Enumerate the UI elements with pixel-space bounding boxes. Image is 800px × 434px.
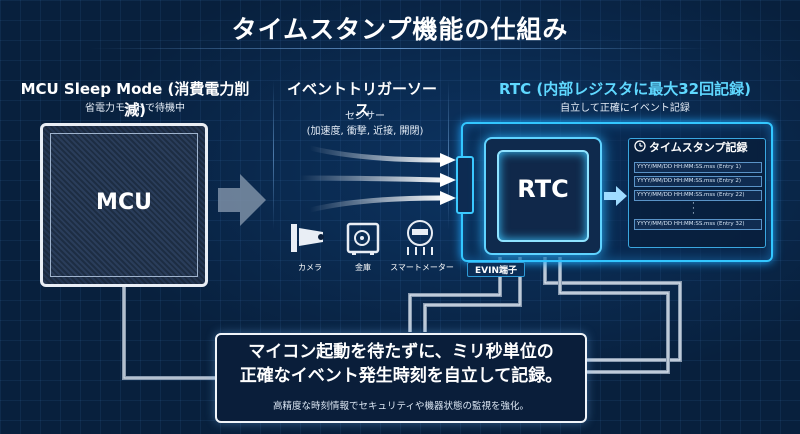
log-entry: YYYY/MM/DD HH:MM:SS.mss (Entry 32) (634, 219, 762, 230)
page-title: タイムスタンプ機能の仕組み (231, 15, 569, 44)
column-divider (448, 80, 449, 230)
source-label-safe: 金庫 (355, 263, 371, 272)
source-label-smart-meter: スマートメーター (390, 263, 454, 272)
rtc-heading: RTC (内部レジスタに最大32回記録) (499, 80, 751, 98)
mcu-subheading: 省電力モードで待機中 (85, 103, 185, 114)
mcu-chip-core (50, 133, 198, 277)
sensor-types: (加速度, 衝撃, 近接, 開閉) (306, 126, 424, 137)
title-underline (90, 48, 710, 49)
safe-icon (346, 222, 380, 255)
summary-note: 高精度な時刻情報でセキュリティや機器状態の監視を強化。 (273, 401, 529, 412)
timestamp-log-title: タイムスタンプ記録 (649, 141, 748, 154)
evin-pin-label: EVIN端子 (467, 262, 525, 277)
log-entry: YYYY/MM/DD HH:MM:SS.mss (Entry 22) (634, 190, 762, 201)
clock-icon (634, 140, 646, 152)
signal-arrows (299, 145, 456, 213)
column-divider (273, 80, 274, 230)
rtc-subheading: 自立して正確にイベント記録 (560, 103, 690, 114)
log-entry: YYYY/MM/DD HH:MM:SS.mss (Entry 1) (634, 162, 762, 173)
summary-box (215, 333, 587, 423)
rtc-chip-core (497, 150, 589, 242)
ellipsis-icon: ··· (692, 199, 695, 219)
mcu-chip-label: MCU (96, 190, 152, 215)
smart-meter-icon (407, 220, 433, 255)
summary-line-1: マイコン起動を待たずに、ミリ秒単位の (248, 342, 554, 362)
rtc-chip-label: RTC (517, 175, 569, 203)
source-label-camera: カメラ (298, 263, 322, 272)
trigger-heading: イベントトリガーソース (286, 80, 437, 119)
sensor-label: センサー (345, 111, 385, 122)
evin-pin-block (456, 156, 474, 214)
summary-line-2: 正確なイベント発生時刻を自立して記録。 (239, 366, 563, 386)
log-entry: YYYY/MM/DD HH:MM:SS.mss (Entry 2) (634, 176, 762, 187)
camera-icon (291, 224, 324, 252)
arrow-right-icon (218, 174, 266, 226)
arrow-right-icon (604, 186, 627, 206)
mcu-heading: MCU Sleep Mode (消費電力削減) (20, 80, 250, 119)
